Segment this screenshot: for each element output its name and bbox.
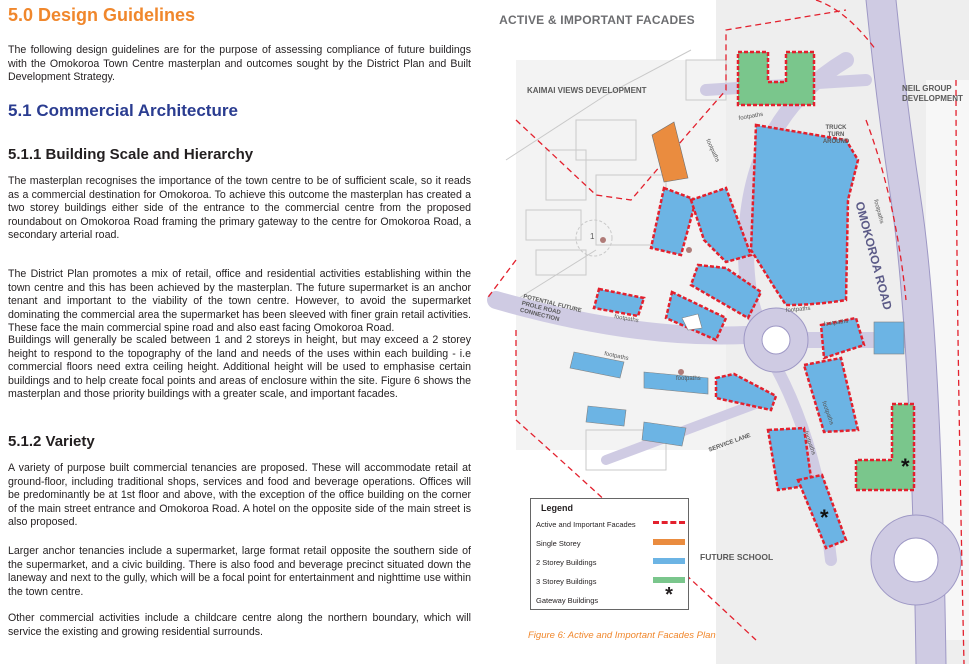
paragraph-scale-3: Buildings will generally be scaled betwe…	[8, 334, 471, 401]
section-heading-design-guidelines: 5.0 Design Guidelines	[8, 5, 196, 25]
svg-text:footpaths: footpaths	[786, 306, 811, 314]
legend-item-gateway: Gateway Buildings	[536, 596, 599, 605]
svg-text:footpaths: footpaths	[604, 351, 629, 362]
legend-gateway-star-icon: *	[665, 584, 673, 606]
facades-plan-figure: * * footpaths footpaths footpaths footpa…	[486, 0, 969, 664]
legend-title: Legend	[541, 503, 574, 513]
legend-swatch-single-storey	[653, 539, 685, 545]
subsection-heading-variety: 5.1.2 Variety	[8, 433, 95, 450]
single-storey-building	[651, 121, 689, 183]
svg-text:footpaths: footpaths	[614, 314, 639, 324]
svg-text:footpaths: footpaths	[738, 112, 763, 122]
paragraph-variety-1: A variety of purpose built commercial te…	[8, 462, 471, 529]
label-truck-turnaround: TRUCK TURN AROUND	[822, 125, 850, 145]
section-heading-commercial-architecture: 5.1 Commercial Architecture	[8, 101, 238, 120]
label-kaimai-views: KAIMAI VIEWS DEVELOPMENT	[527, 86, 647, 95]
label-neil-group: NEIL GROUP DEVELOPMENT	[902, 84, 963, 103]
svg-text:*: *	[901, 454, 910, 479]
map-title: ACTIVE & IMPORTANT FACADES	[499, 13, 695, 27]
svg-text:footpaths: footpaths	[676, 376, 701, 382]
paragraph-scale-1: The masterplan recognises the importance…	[8, 175, 471, 242]
svg-text:*: *	[820, 505, 829, 530]
paragraph-scale-2: The District Plan promotes a mix of reta…	[8, 268, 471, 335]
supermarket-building	[749, 123, 860, 307]
legend: Legend Active and Important Facades Sing…	[530, 498, 689, 610]
legend-swatch-two-storey	[653, 558, 685, 564]
label-point-1: 1	[590, 232, 595, 241]
svg-text:footpaths: footpaths	[823, 319, 848, 328]
legend-item-facades: Active and Important Facades	[536, 520, 636, 529]
subsection-heading-scale: 5.1.1 Building Scale and Hierarchy	[8, 146, 254, 163]
figure-caption: Figure 6: Active and Important Facades P…	[528, 630, 716, 641]
intro-paragraph: The following design guidelines are for …	[8, 44, 471, 84]
paragraph-variety-3: Other commercial activities include a ch…	[8, 612, 471, 638]
legend-swatch-three-storey	[653, 577, 685, 583]
legend-item-single-storey: Single Storey	[536, 539, 581, 548]
label-future-school: FUTURE SCHOOL	[700, 552, 774, 562]
paragraph-variety-2: Larger anchor tenancies include a superm…	[8, 545, 471, 598]
legend-item-three-storey: 3 Storey Buildings	[536, 577, 597, 586]
legend-item-two-storey: 2 Storey Buildings	[536, 558, 597, 567]
legend-swatch-facades	[653, 521, 685, 524]
masterplan-map: * * footpaths footpaths footpaths footpa…	[486, 0, 969, 664]
